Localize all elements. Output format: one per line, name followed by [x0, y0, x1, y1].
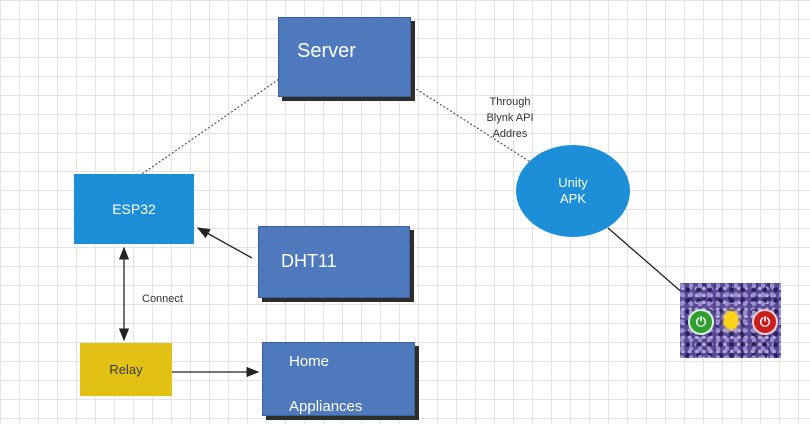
through-line3: Addres	[492, 128, 528, 140]
dht11-esp32-arrow	[196, 227, 253, 259]
power-on-icon: ⏻	[688, 309, 714, 335]
relay-node: Relay	[80, 343, 172, 396]
app-screen-image: ⏻ ⏻	[680, 283, 781, 358]
dht11-label: DHT11	[281, 251, 337, 271]
home-label-line1: Home	[289, 353, 330, 370]
unity-apk-node: Unity APK	[516, 145, 630, 237]
light-bulb-icon	[724, 311, 738, 329]
through-blynk-label: Through Blynk API Addres	[474, 94, 546, 142]
esp32-node: ESP32	[74, 174, 194, 244]
server-label: Server	[297, 40, 356, 62]
connect-label: Connect	[142, 293, 183, 305]
server-node: Server	[278, 17, 411, 97]
power-off-icon: ⏻	[752, 309, 778, 335]
unity-label-line1: Unity	[558, 175, 588, 190]
dht11-node: DHT11	[258, 226, 410, 298]
server-unity-link	[412, 86, 536, 166]
relay-label: Relay	[109, 362, 143, 377]
esp32-label: ESP32	[112, 201, 156, 217]
unity-label-line2: APK	[559, 191, 586, 206]
server-esp32-link	[141, 76, 283, 175]
home-appliances-node: Home Appliances	[262, 342, 415, 416]
through-line1: Through	[489, 96, 531, 108]
through-line2: Blynk API	[486, 112, 534, 124]
home-label-line2: Appliances	[289, 398, 363, 415]
